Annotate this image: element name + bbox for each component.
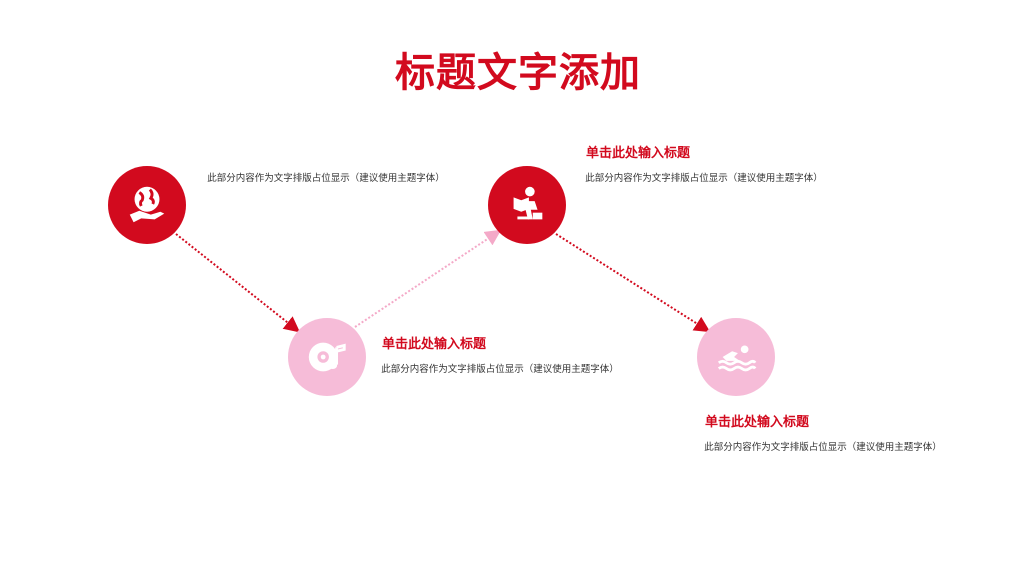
page-title: 标题文字添加 (395, 50, 641, 96)
globe-hand-icon (129, 186, 165, 223)
step3-body: 此部分内容作为文字排版占位显示（建议使用主题字体） (585, 173, 823, 184)
arrow-step1-to-step2 (175, 233, 301, 333)
step2-heading[interactable]: 单击此处输入标题 (382, 337, 487, 352)
swimmer-icon (717, 345, 757, 372)
step2-body: 此部分内容作为文字排版占位显示（建议使用主题字体） (381, 364, 619, 375)
reading-person-icon (513, 186, 543, 220)
step4-body: 此部分内容作为文字排版占位显示（建议使用主题字体） (704, 442, 942, 453)
step1-circle (108, 166, 186, 244)
step3-circle (488, 166, 566, 244)
step1-body: 此部分内容作为文字排版占位显示（建议使用主题字体） (207, 173, 445, 184)
step4-heading[interactable]: 单击此处输入标题 (705, 415, 810, 430)
music-disc-icon (308, 342, 346, 372)
arrow-step2-to-step3 (354, 229, 502, 328)
step4-circle (697, 318, 775, 396)
step2-circle (288, 318, 366, 396)
step3-heading[interactable]: 单击此处输入标题 (586, 146, 691, 161)
arrow-step3-to-step4 (555, 233, 711, 333)
